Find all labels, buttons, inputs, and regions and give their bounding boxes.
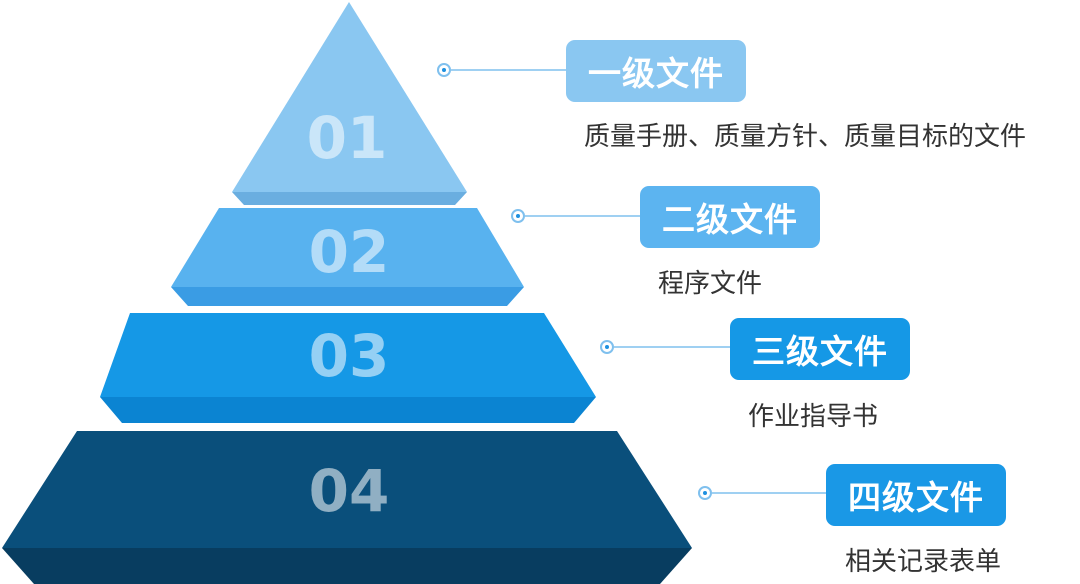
level-3-number: 03 [309, 322, 390, 390]
level-3-marker-dot [600, 340, 614, 354]
level-1-number: 01 [307, 104, 388, 172]
level-2-marker-dot [511, 209, 525, 223]
level-1-marker-dot [437, 63, 451, 77]
pyramid-level-4: 04 [2, 431, 692, 584]
level-2-title-badge: 二级文件 [640, 186, 820, 248]
level-2-description: 程序文件 [658, 269, 763, 299]
level-4-connector-line [712, 492, 827, 494]
level-4-title-badge: 四级文件 [826, 464, 1006, 526]
level-1-connector-line [451, 69, 567, 71]
level-3-connector-line [614, 346, 731, 348]
level-4-description: 相关记录表单 [845, 547, 1002, 577]
level-3-title-badge: 三级文件 [730, 318, 910, 380]
level-1-title-badge: 一级文件 [566, 40, 746, 102]
level-3-description: 作业指导书 [748, 402, 879, 432]
level-1-description: 质量手册、质量方针、质量目标的文件 [584, 122, 1027, 152]
level-4-marker-dot [698, 486, 712, 500]
pyramid-level-1: 01 [232, 2, 467, 205]
level-2-connector-line [525, 215, 641, 217]
pyramid-level-2: 02 [171, 208, 524, 306]
level-4-number: 04 [309, 457, 390, 525]
pyramid-level-3: 03 [100, 313, 596, 423]
level-2-number: 02 [309, 218, 390, 286]
